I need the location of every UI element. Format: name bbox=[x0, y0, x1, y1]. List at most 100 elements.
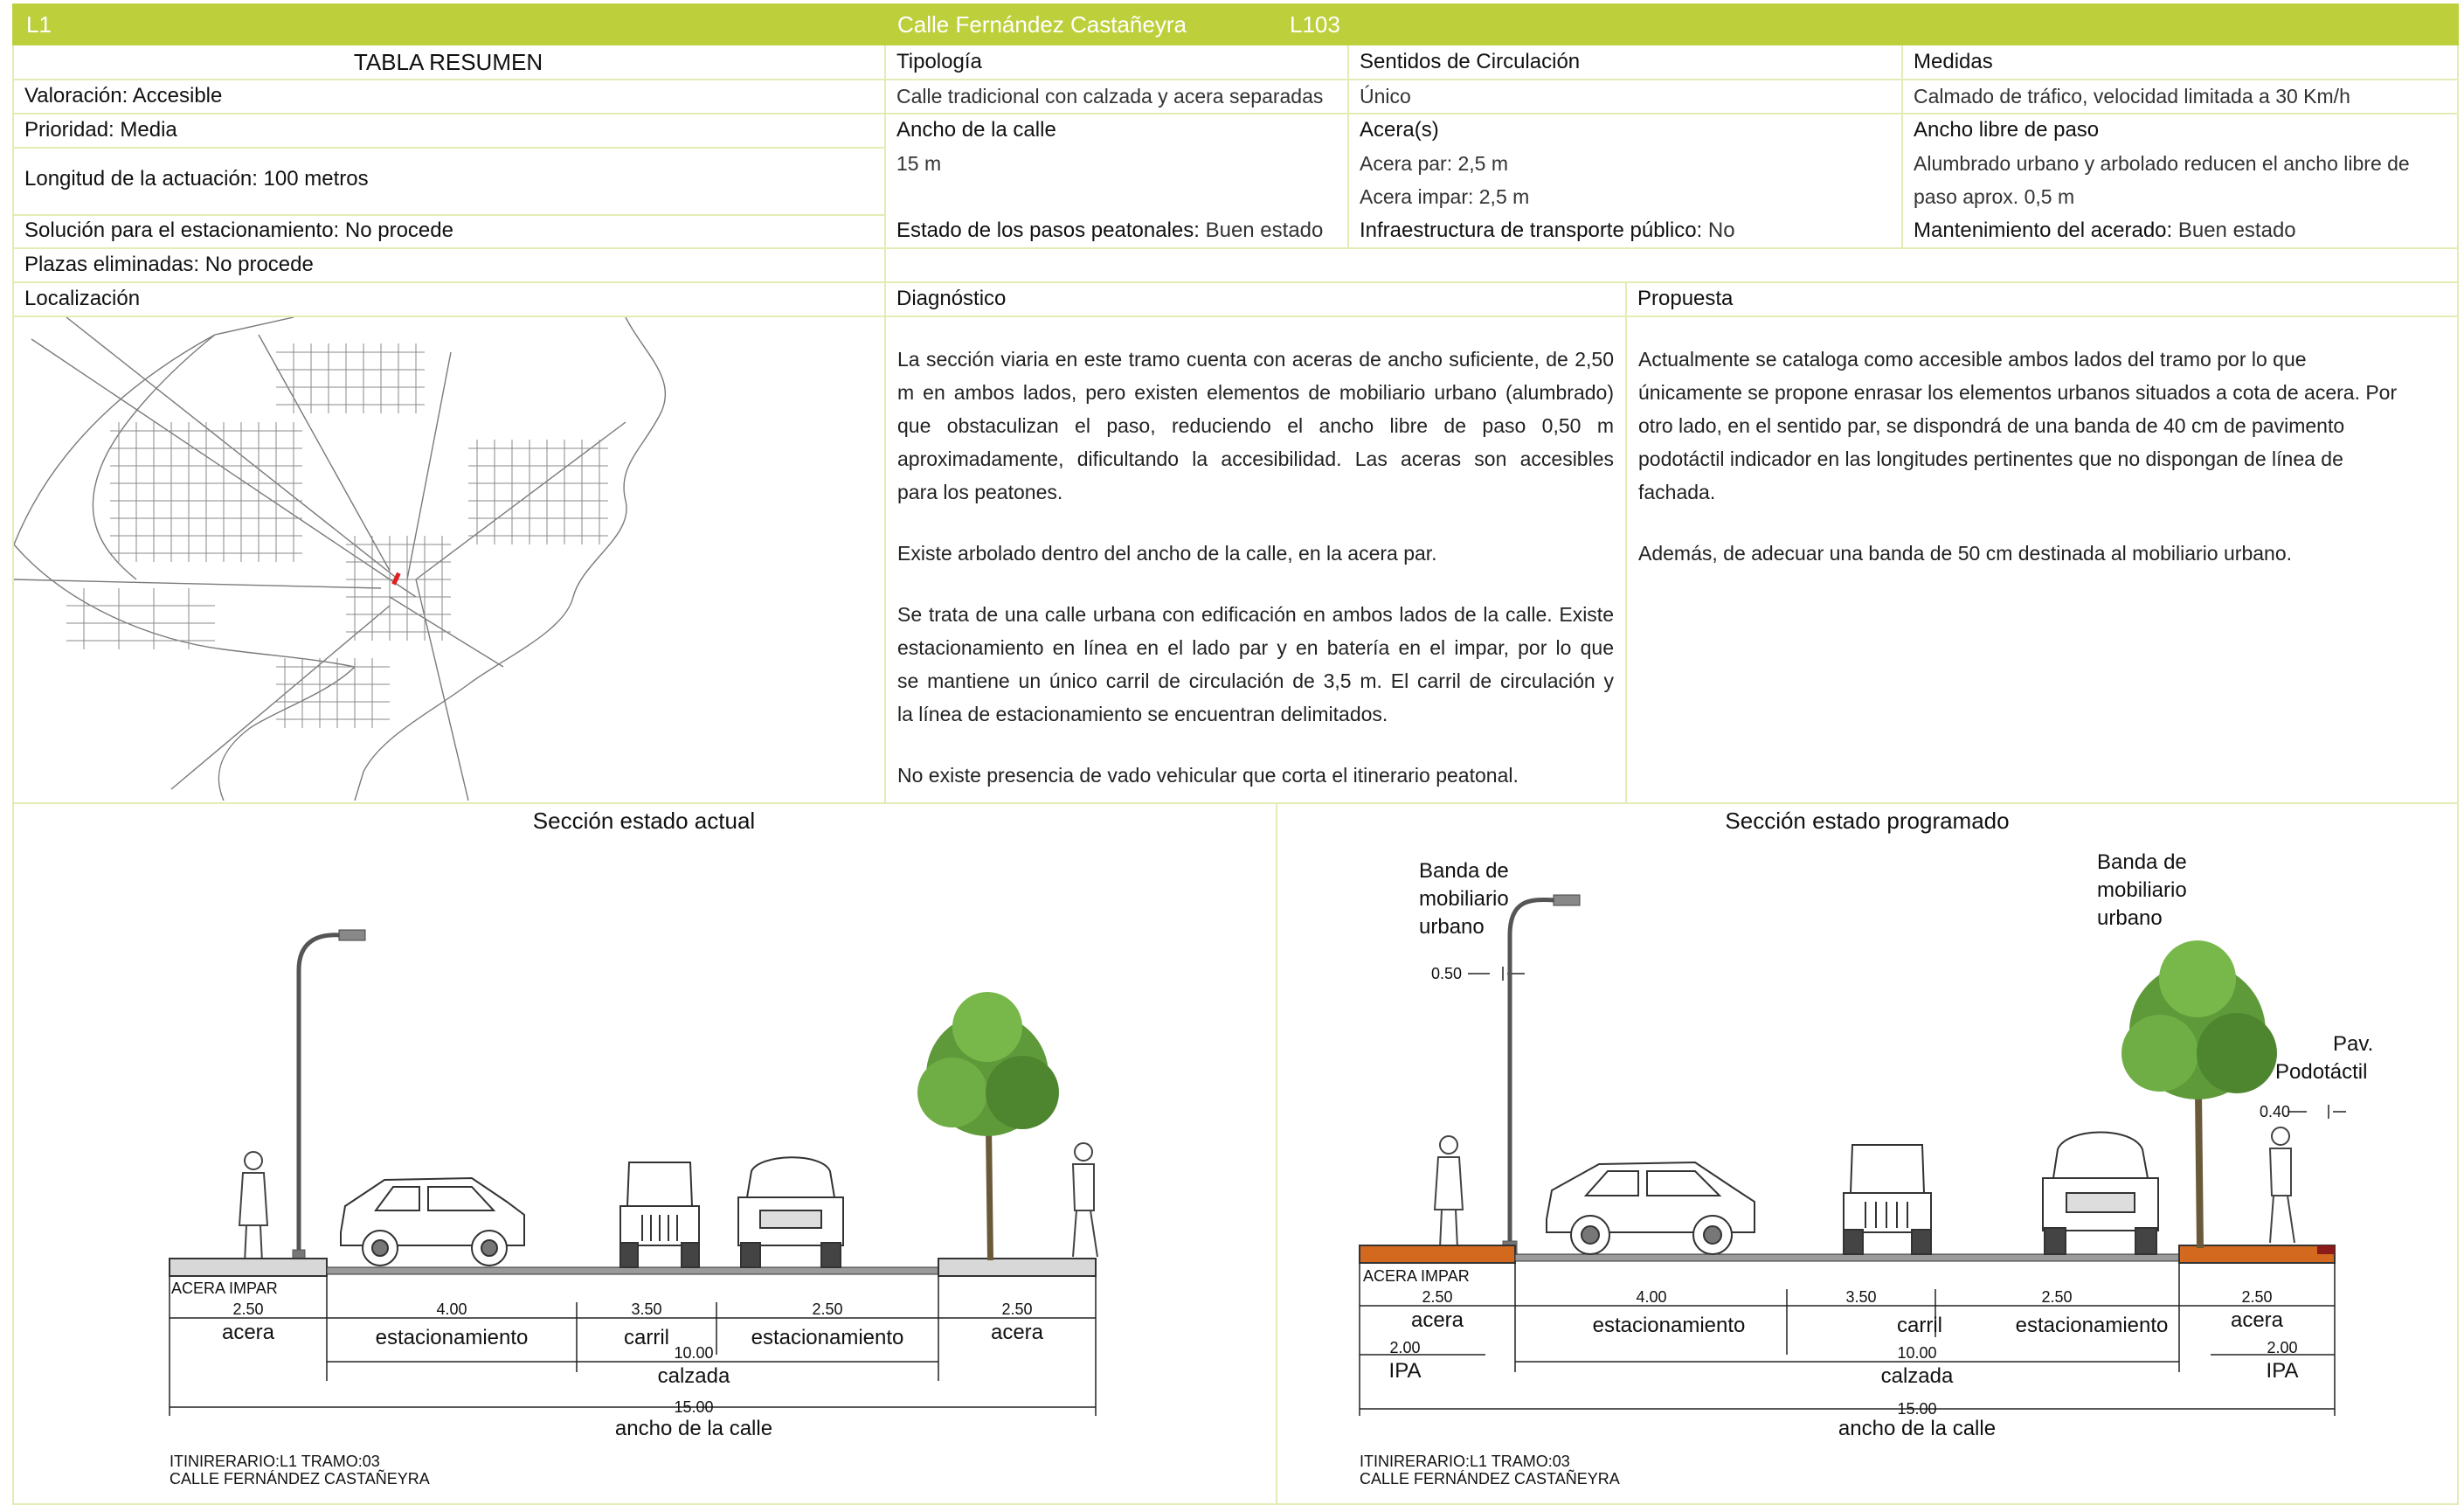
label-4: estacionamiento bbox=[751, 1326, 904, 1349]
header-bar: L1 Calle Fernández Castañeyra L103 bbox=[12, 3, 2459, 45]
mant-label: Mantenimiento del acerado: bbox=[1914, 218, 2173, 242]
ipa-label-left: IPA bbox=[1389, 1359, 1422, 1383]
dim-3: 3.50 bbox=[631, 1300, 661, 1318]
label-5: acera bbox=[991, 1321, 1044, 1344]
prog-total-dim: 15.00 bbox=[1897, 1400, 1936, 1418]
pedestrian-right-icon bbox=[1071, 1142, 1098, 1258]
podotactil-band bbox=[2317, 1245, 2335, 1254]
medidas-heading: Medidas bbox=[1914, 50, 1993, 73]
sidewalk-left bbox=[169, 1258, 328, 1277]
header-street: Calle Fernández Castañeyra bbox=[897, 11, 1187, 38]
transporte-label: Infraestructura de transporte público: bbox=[1360, 218, 1703, 242]
dim-5: 2.50 bbox=[1001, 1300, 1032, 1318]
label-1: acera bbox=[222, 1321, 275, 1344]
banda-right-l1: Banda de bbox=[2097, 850, 2187, 874]
header-ref: L103 bbox=[1290, 11, 1340, 38]
pedestrian-left-programado-icon bbox=[1433, 1135, 1464, 1249]
ancho-calle-heading: Ancho de la calle bbox=[896, 118, 1056, 142]
localizacion-heading: Localización bbox=[24, 287, 141, 310]
tipologia-value: Calle tradicional con calzada y acera se… bbox=[896, 85, 1324, 108]
ancho-libre-line2: paso aprox. 0,5 m bbox=[1914, 185, 2075, 208]
diag-p1-l3: que obstaculizan el paso, reduciendo el … bbox=[897, 414, 1614, 437]
acera-impar-tag: ACERA IMPAR bbox=[171, 1280, 278, 1297]
diag-p3-l1: Se trata de una calle urbana con edifica… bbox=[897, 603, 1614, 626]
footer-2: CALLE FERNÁNDEZ CASTAÑEYRA bbox=[170, 1469, 430, 1488]
sentidos-value: Único bbox=[1360, 85, 1411, 108]
banda-right-l3: urbano bbox=[2097, 906, 2163, 930]
grid-block-east bbox=[468, 440, 608, 544]
ipa-dim-right: 2.00 bbox=[2267, 1339, 2297, 1356]
valoracion: Valoración: Accesible bbox=[24, 84, 223, 108]
dim-1: 2.50 bbox=[232, 1300, 263, 1318]
grid-block-southwest bbox=[66, 588, 215, 649]
pav-dim: 0.40 bbox=[2260, 1103, 2290, 1120]
footer-1: ITINIRERARIO:L1 TRAMO:03 bbox=[170, 1453, 380, 1470]
jeep-front-programado-icon bbox=[1843, 1144, 1932, 1255]
grid-block-west bbox=[110, 422, 302, 562]
pedestrian-right-programado-icon bbox=[2268, 1127, 2295, 1244]
banda-left-l2: mobiliario bbox=[1419, 887, 1509, 911]
header-code: L1 bbox=[26, 11, 52, 38]
total-dim: 15.00 bbox=[674, 1398, 713, 1416]
prog-total-label: ancho de la calle bbox=[1838, 1417, 1996, 1440]
medidas-value: Calmado de tráfico, velocidad limitada a… bbox=[1914, 85, 2350, 108]
prop-p1-l2: únicamente se propone enrasar los elemen… bbox=[1638, 381, 2398, 404]
pav-l2: Podotáctil bbox=[2275, 1060, 2367, 1084]
label-3: carril bbox=[624, 1326, 669, 1349]
truck-front-icon bbox=[737, 1156, 844, 1268]
mant-value: Buen estado bbox=[2172, 218, 2296, 242]
pasos-label: Estado de los pasos peatonales: bbox=[896, 218, 1200, 242]
tree-programado-icon bbox=[2121, 940, 2277, 1248]
tipologia-heading: Tipología bbox=[896, 50, 982, 73]
mantenimiento-acerado: Mantenimiento del acerado: Buen estado bbox=[1901, 214, 2296, 247]
diag-p1-l4: aproximadamente, dificultando la accesib… bbox=[897, 447, 1614, 470]
banda-right-l2: mobiliario bbox=[2097, 878, 2187, 902]
prog-dim-4: 2.50 bbox=[2041, 1288, 2072, 1306]
diagnostico-p1: La sección viaria en este tramo cuenta c… bbox=[897, 343, 1614, 509]
propuesta-p1: Actualmente se cataloga como accesible a… bbox=[1638, 343, 2442, 509]
label-2: estacionamiento bbox=[376, 1326, 529, 1349]
seccion-actual-title: Sección estado actual bbox=[532, 808, 756, 834]
pasos-value: Buen estado bbox=[1199, 218, 1324, 242]
prop-p1-l4: podotáctil indicador en las longitudes p… bbox=[1638, 447, 2343, 470]
diagnostico-body: La sección viaria en este tramo cuenta c… bbox=[897, 343, 1614, 820]
pav-l1: Pav. bbox=[2333, 1032, 2373, 1056]
road-surface bbox=[326, 1266, 939, 1275]
banda-dim: 0.50 bbox=[1431, 965, 1462, 982]
location-map bbox=[14, 317, 667, 801]
prog-dim-1: 2.50 bbox=[1422, 1288, 1452, 1306]
plazas-eliminadas: Plazas eliminadas: No procede bbox=[24, 253, 314, 276]
sentidos-heading: Sentidos de Circulación bbox=[1360, 50, 1581, 73]
diag-p3-l4: la línea de estacionamiento se encuentra… bbox=[897, 703, 1388, 725]
prog-dim-3: 3.50 bbox=[1845, 1288, 1876, 1306]
diag-p1-l5: para los peatones. bbox=[897, 481, 1063, 503]
section-actual-drawing: ACERA IMPAR 2.50 4.00 3.50 2.50 2.50 ace… bbox=[169, 929, 1098, 1488]
pedestrian-left-icon bbox=[238, 1151, 269, 1264]
dim-2: 4.00 bbox=[436, 1300, 467, 1318]
diag-p3-l2: estacionamiento en línea en el lado par … bbox=[897, 636, 1614, 659]
prog-label-5: acera bbox=[2231, 1308, 2284, 1332]
ancho-calle-value: 15 m bbox=[896, 152, 942, 175]
prog-footer-2: CALLE FERNÁNDEZ CASTAÑEYRA bbox=[1360, 1469, 1620, 1488]
transporte-publico: Infraestructura de transporte público: N… bbox=[1347, 214, 1735, 247]
aceras-heading: Acera(s) bbox=[1360, 118, 1439, 142]
dim-4: 2.50 bbox=[812, 1300, 842, 1318]
sidewalk-left-programado bbox=[1359, 1245, 1516, 1264]
grid-block-north bbox=[276, 343, 425, 413]
prog-footer-1: ITINIRERARIO:L1 TRAMO:03 bbox=[1360, 1453, 1570, 1470]
road-surface-programado bbox=[1514, 1253, 2180, 1262]
grid-block-south bbox=[276, 658, 390, 728]
longitud: Longitud de la actuación: 100 metros bbox=[24, 167, 369, 191]
estacionamiento-solucion: Solución para el estacionamiento: No pro… bbox=[24, 218, 453, 242]
seccion-programada-title: Sección estado programado bbox=[1725, 808, 2010, 834]
diagnostico-p4: No existe presencia de vado vehicular qu… bbox=[897, 764, 1519, 787]
calzada-label: calzada bbox=[658, 1364, 730, 1388]
prog-label-3: carril bbox=[1897, 1314, 1942, 1337]
truck-front-programado-icon bbox=[2042, 1131, 2159, 1255]
prop-p1-l5: fachada. bbox=[1638, 481, 1716, 503]
prog-label-2: estacionamiento bbox=[1593, 1314, 1746, 1337]
diagnostico-heading: Diagnóstico bbox=[896, 287, 1007, 310]
propuesta-body: Actualmente se cataloga como accesible a… bbox=[1638, 343, 2442, 598]
prog-calzada-dim: 10.00 bbox=[1897, 1344, 1936, 1362]
prioridad: Prioridad: Media bbox=[24, 118, 177, 142]
